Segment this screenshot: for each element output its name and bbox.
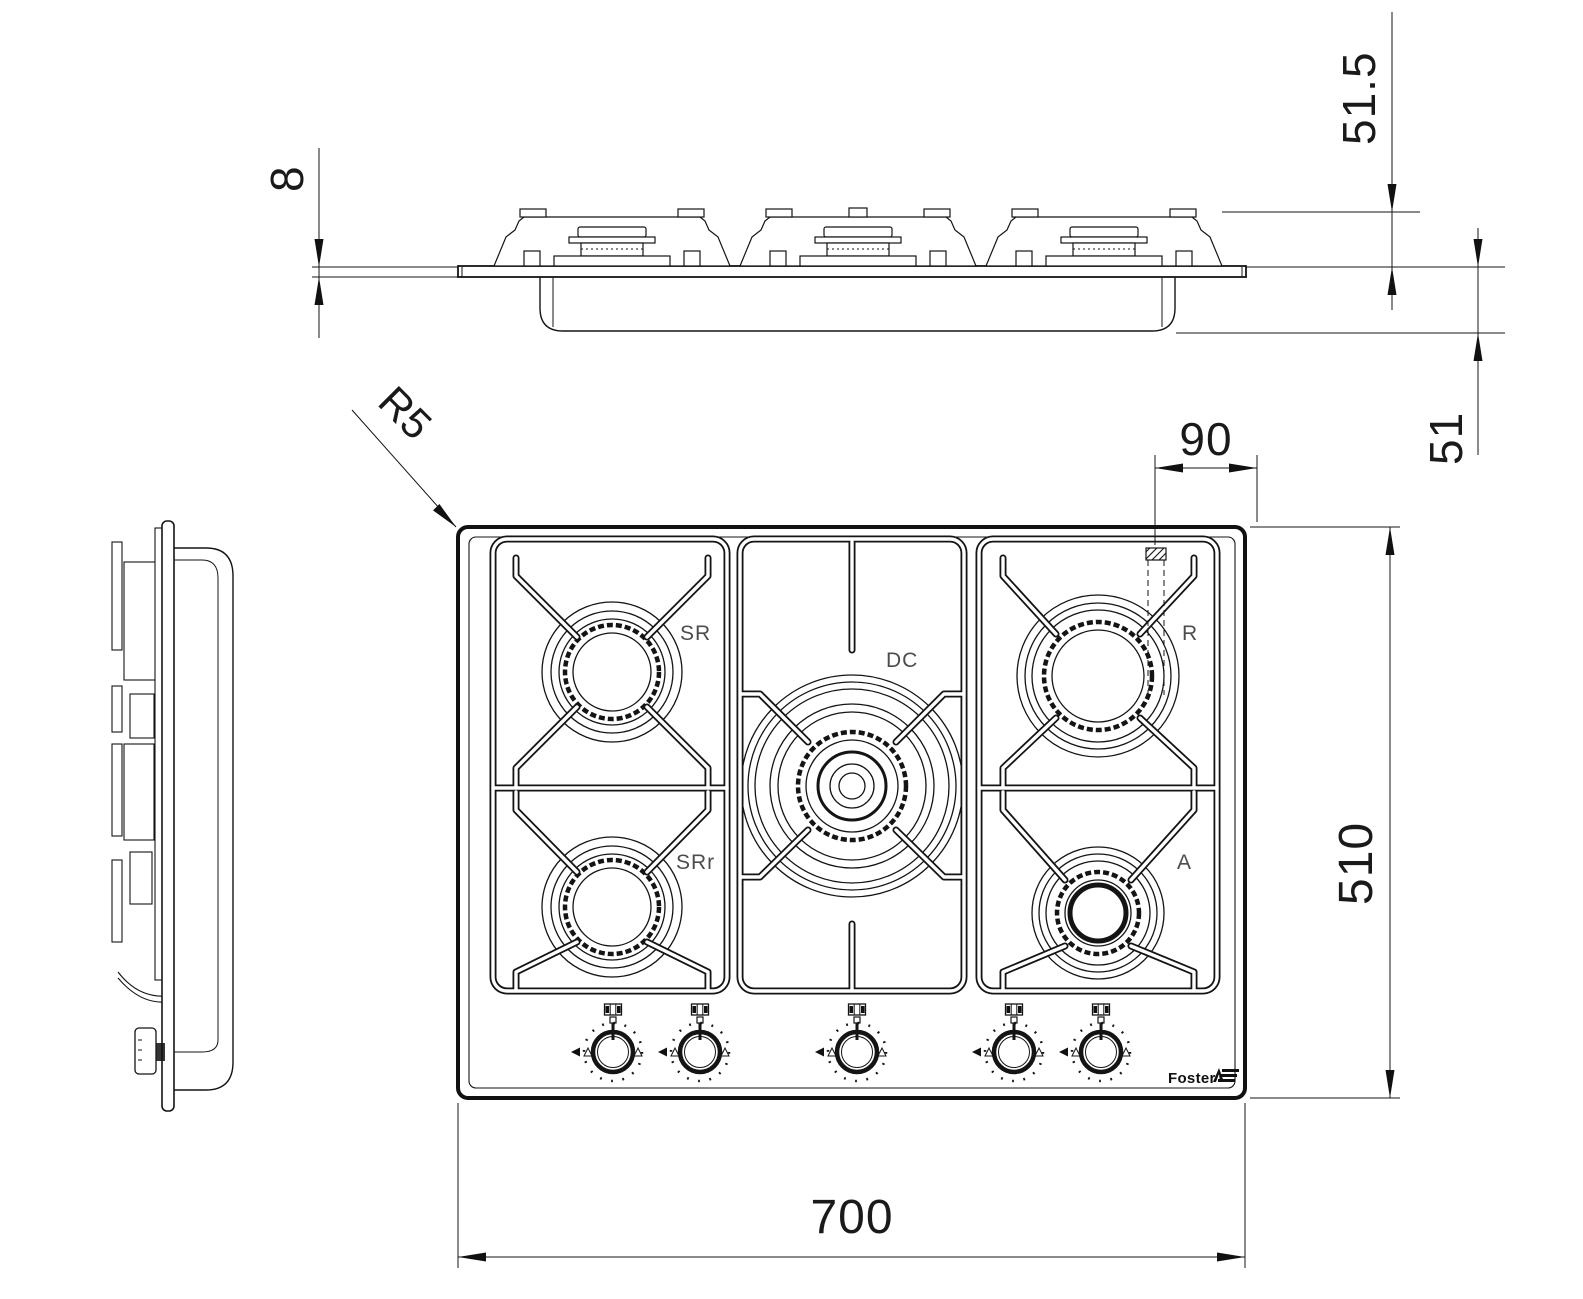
- front-elevation-view: 8 51.5 51: [261, 12, 1505, 465]
- burner-srr: [541, 836, 683, 978]
- width-label: 700: [810, 1191, 893, 1244]
- plan-view: SR SRr DC R A Foster: [351, 377, 1400, 1268]
- brand-logo: Foster: [1168, 1068, 1239, 1087]
- dimension-height-above: 51.5: [1333, 12, 1397, 310]
- brand-name: Foster: [1168, 1070, 1216, 1087]
- side-elevation-view: [111, 520, 234, 1112]
- glass-thickness-label: 8: [261, 165, 313, 192]
- glass-edge: [161, 520, 175, 1112]
- knob-side-profile: [134, 1027, 165, 1075]
- depth-label: 510: [1330, 822, 1383, 905]
- burner-sr: [541, 601, 683, 743]
- height-above-label: 51.5: [1333, 51, 1385, 145]
- brand-emblem-icon: [1213, 1068, 1239, 1082]
- burner-profiles: [493, 207, 1223, 267]
- dimension-height-below: 51: [1420, 228, 1483, 465]
- corner-radius-label: R5: [370, 377, 441, 448]
- burner-label-dc: DC: [886, 649, 918, 672]
- dimension-width: 700: [457, 1103, 1246, 1268]
- burner-label-sr: SR: [680, 622, 711, 645]
- burner-label-r: R: [1182, 622, 1198, 645]
- burner-label-srr: SRr: [676, 851, 715, 874]
- dimension-glass-thickness: 8: [261, 148, 324, 338]
- dimension-depth: 510: [1250, 526, 1400, 1099]
- burner-label-a: A: [1177, 851, 1192, 874]
- cutout-offset-label: 90: [1179, 413, 1232, 465]
- glass-profile: [457, 265, 1247, 278]
- corner-radius-callout: R5: [351, 377, 457, 528]
- burner-a: [1031, 846, 1165, 980]
- hob-tub-profile: [539, 277, 1176, 332]
- height-below-label: 51: [1420, 412, 1472, 465]
- dimension-cutout-offset: 90: [1154, 413, 1258, 545]
- ignition-detail: [1145, 547, 1167, 695]
